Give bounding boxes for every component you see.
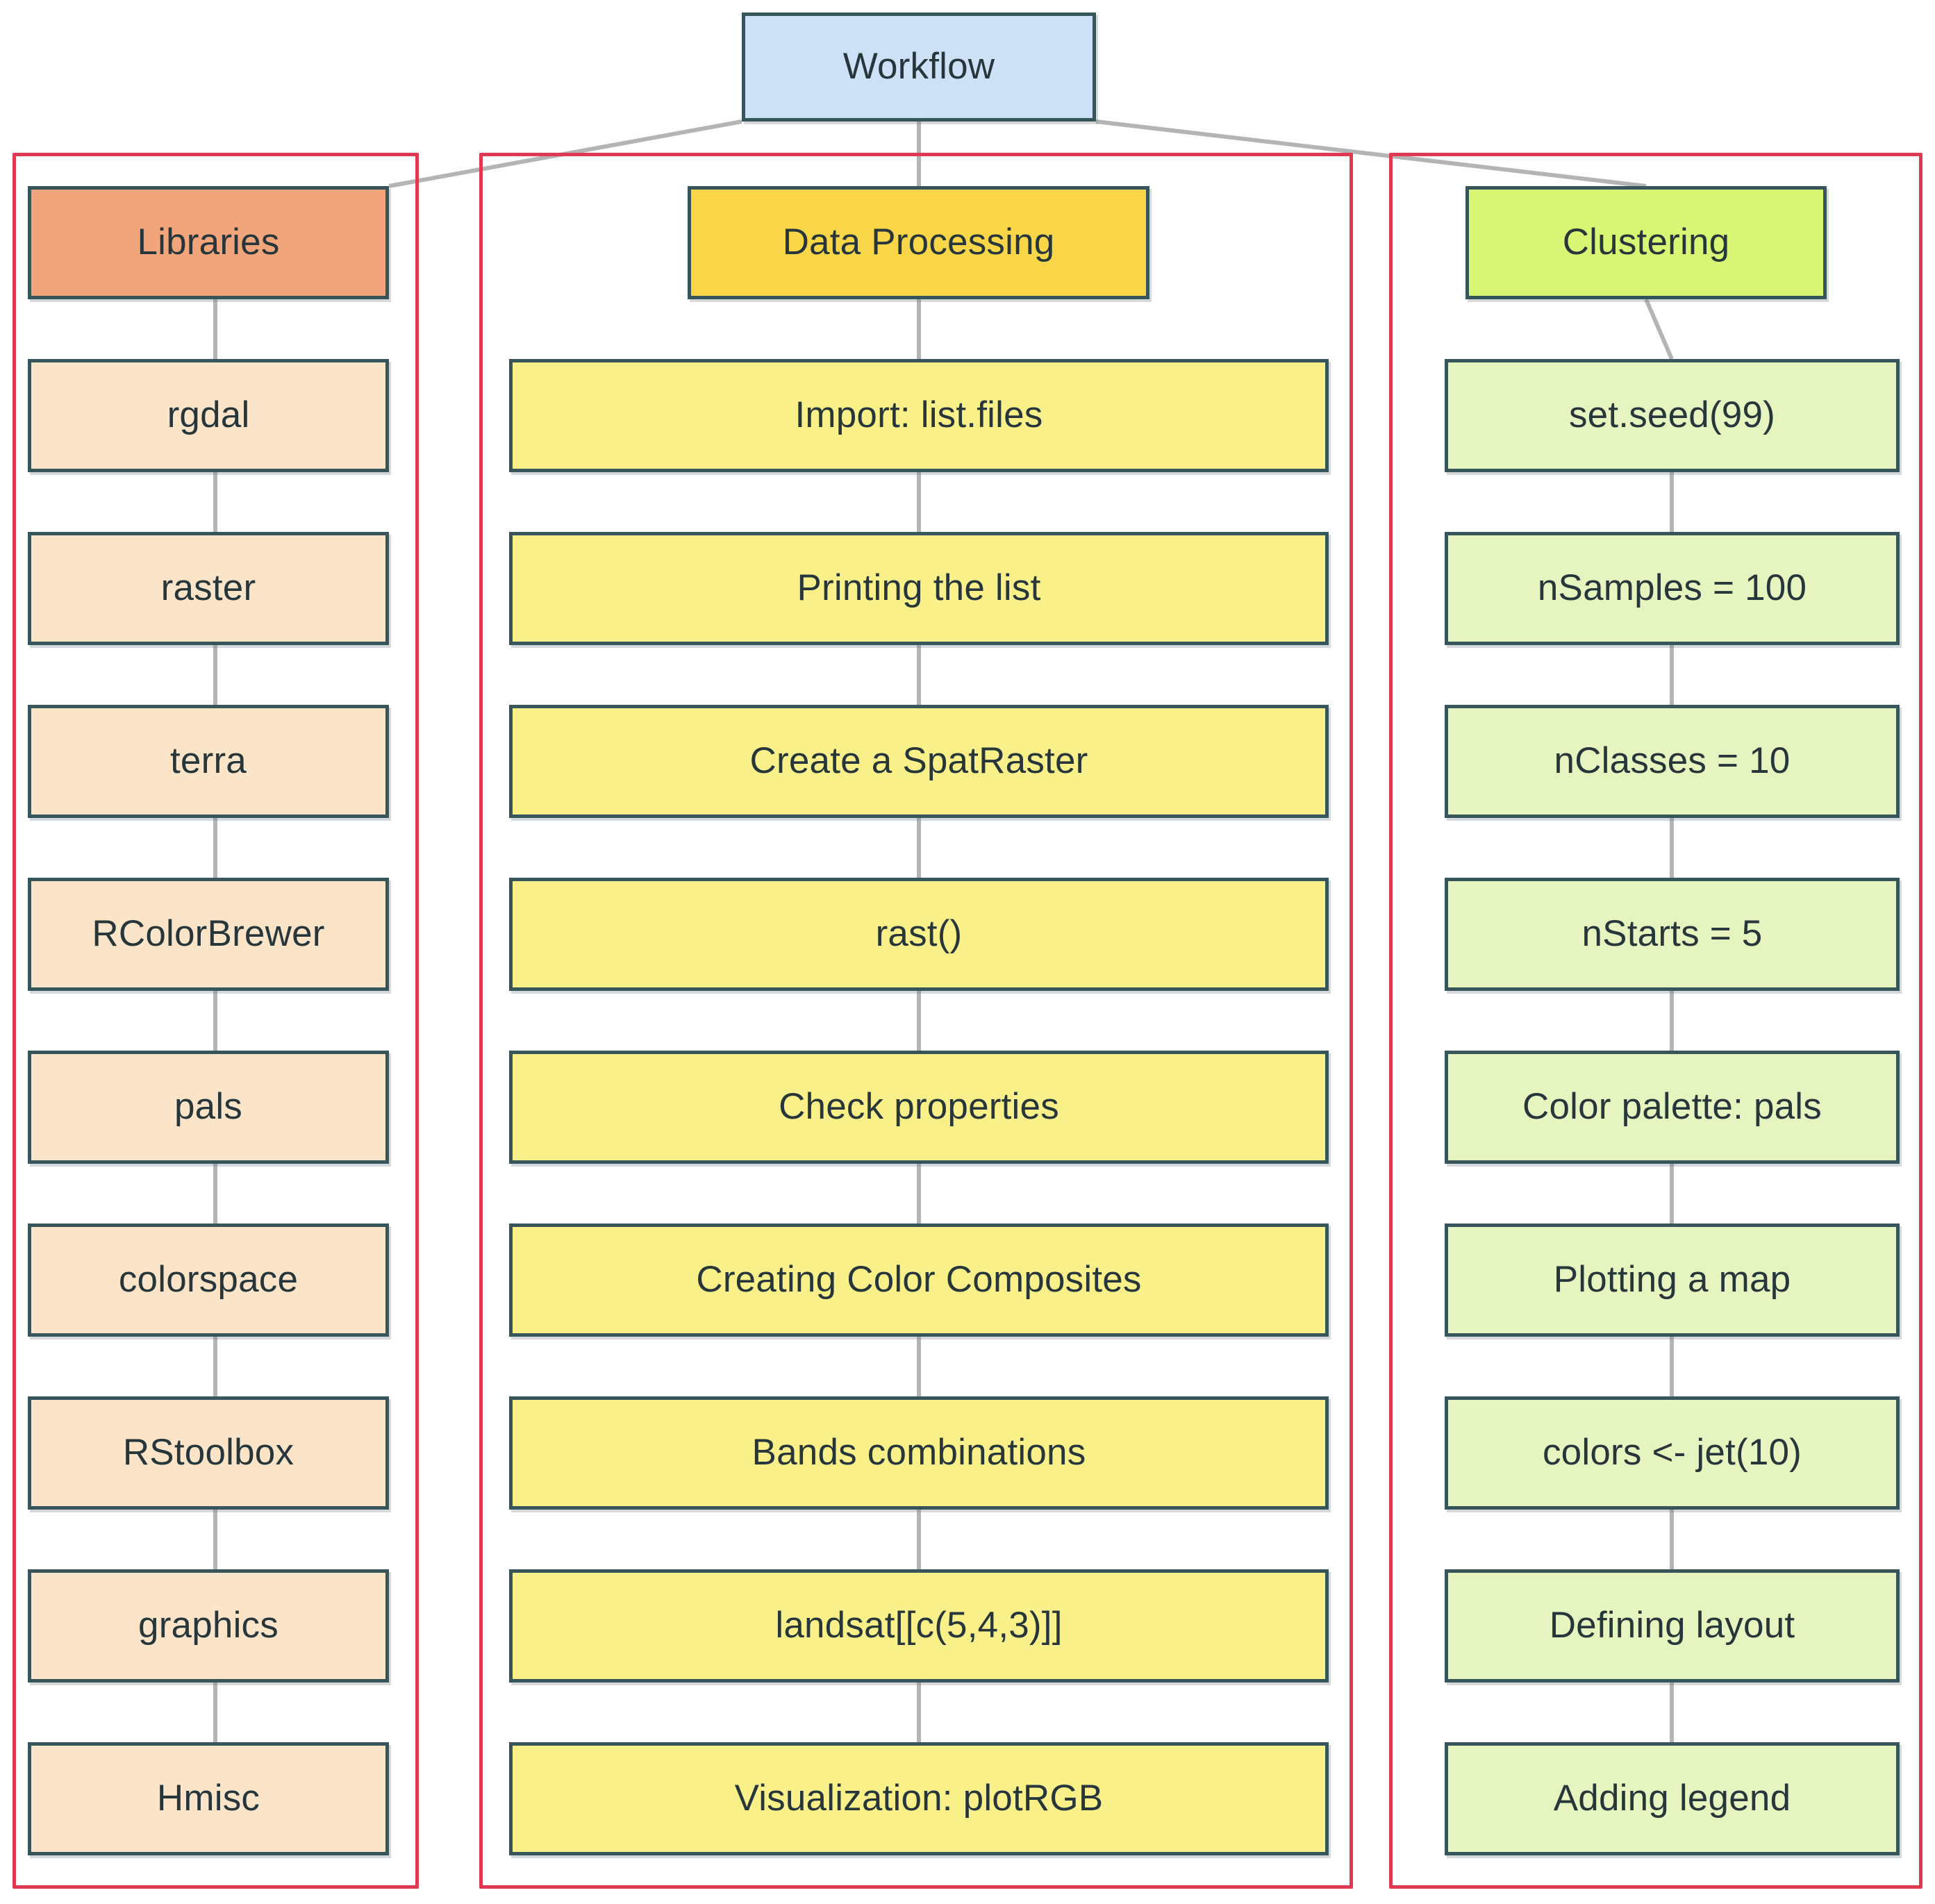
node-proc-create-a-spatraster[interactable]: Create a SpatRaster bbox=[509, 705, 1329, 818]
node-clustering-nsamples[interactable]: nSamples = 100 bbox=[1445, 532, 1900, 645]
node-libraries-hmisc[interactable]: Hmisc bbox=[28, 1742, 389, 1855]
node-clustering-set-seed[interactable]: set.seed(99) bbox=[1445, 359, 1900, 472]
node-libraries-terra[interactable]: terra bbox=[28, 705, 389, 818]
node-proc-import-list-files[interactable]: Import: list.files bbox=[509, 359, 1329, 472]
node-clustering-color-palette[interactable]: Color palette: pals bbox=[1445, 1051, 1900, 1164]
node-proc-printing-the-list[interactable]: Printing the list bbox=[509, 532, 1329, 645]
node-proc-creating-color-composites[interactable]: Creating Color Composites bbox=[509, 1224, 1329, 1337]
node-clustering-nstarts[interactable]: nStarts = 5 bbox=[1445, 878, 1900, 991]
node-workflow[interactable]: Workflow bbox=[742, 12, 1096, 122]
node-clustering-defining-layout[interactable]: Defining layout bbox=[1445, 1569, 1900, 1682]
node-proc-check-properties[interactable]: Check properties bbox=[509, 1051, 1329, 1164]
node-data-processing-head[interactable]: Data Processing bbox=[688, 186, 1149, 299]
node-libraries-rstoolbox[interactable]: RStoolbox bbox=[28, 1396, 389, 1510]
node-clustering-colors-jet[interactable]: colors <- jet(10) bbox=[1445, 1396, 1900, 1510]
node-proc-bands-combinations[interactable]: Bands combinations bbox=[509, 1396, 1329, 1510]
node-libraries-head[interactable]: Libraries bbox=[28, 186, 389, 299]
node-libraries-pals[interactable]: pals bbox=[28, 1051, 389, 1164]
node-proc-rast[interactable]: rast() bbox=[509, 878, 1329, 991]
node-libraries-raster[interactable]: raster bbox=[28, 532, 389, 645]
node-clustering-plotting-a-map[interactable]: Plotting a map bbox=[1445, 1224, 1900, 1337]
node-libraries-rcolorbrewer[interactable]: RColorBrewer bbox=[28, 878, 389, 991]
node-libraries-colorspace[interactable]: colorspace bbox=[28, 1224, 389, 1337]
node-clustering-nclasses[interactable]: nClasses = 10 bbox=[1445, 705, 1900, 818]
node-proc-visualization-plotrgb[interactable]: Visualization: plotRGB bbox=[509, 1742, 1329, 1855]
node-clustering-adding-legend[interactable]: Adding legend bbox=[1445, 1742, 1900, 1855]
subgraph-libraries bbox=[13, 153, 419, 1889]
node-proc-landsat-band-subset[interactable]: landsat[[c(5,4,3)]] bbox=[509, 1569, 1329, 1682]
node-libraries-rgdal[interactable]: rgdal bbox=[28, 359, 389, 472]
subgraph-data-processing bbox=[479, 153, 1353, 1889]
node-clustering-head[interactable]: Clustering bbox=[1465, 186, 1827, 299]
node-libraries-graphics[interactable]: graphics bbox=[28, 1569, 389, 1682]
subgraph-clustering bbox=[1389, 153, 1922, 1889]
